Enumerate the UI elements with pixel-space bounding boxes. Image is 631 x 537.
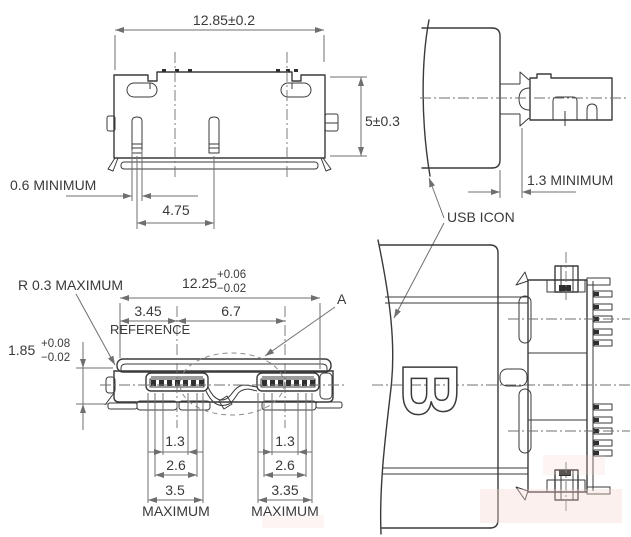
bottom-feet [104,392,343,411]
dim-clearance: 1.3 MINIMUM [468,128,613,198]
right-end-cap [319,372,333,400]
front-width-label: 12.25 [182,275,217,291]
left-dim-note: MAXIMUM [142,503,210,519]
detail-a-label: A [337,291,347,307]
shell-top-cap [113,358,334,373]
left-dim-c: 3.5 [165,482,185,498]
shell-body [113,370,334,403]
dim-overall-width: 12.85±0.2 [114,12,325,70]
plug-body [500,71,613,127]
cable-overmold-top [377,239,528,535]
dim-segments: 3.45 6.7 REFERENCE [110,303,285,337]
usb-icon-callout: USB ICON [393,177,515,319]
dim-left-contacts: 1.3 2.6 3.5 MAXIMUM [142,393,210,519]
callout-radius: R 0.3 MAXIMUM [18,277,123,366]
left-dim-b: 2.6 [166,457,186,473]
reference-note: REFERENCE [110,322,191,337]
front-height-tol-plus: +0.08 [41,338,70,350]
radius-label: R 0.3 MAXIMUM [18,277,123,293]
right-dim-a: 1.3 [275,433,295,449]
bottom-flange [120,161,319,170]
mated-side-view: 1.3 MINIMUM USB ICON [393,19,628,319]
contact-tail-bumps [162,69,298,72]
upper-pin-row [593,290,613,347]
dim-overall-width-label: 12.85±0.2 [193,12,255,28]
seg-left-label: 3.45 [134,303,161,319]
front-view: R 0.3 MAXIMUM 12.25 +0.06 −0.02 3.45 6.7… [8,269,347,519]
latch-slots [126,82,312,98]
front-width-tol-plus: +0.06 [217,269,246,281]
break-line [422,19,431,177]
front-height-tol-minus: −0.02 [41,352,70,364]
detail-a-ellipse [179,352,285,416]
front-width-tol-minus: −0.02 [217,283,246,295]
dim-height: 5±0.3 [330,76,400,157]
dim-front-height: 1.85 +0.08 −0.02 [8,338,113,430]
seg-right-label: 6.7 [221,303,241,319]
dim-front-width: 12.25 +0.06 −0.02 [119,269,321,369]
dim-right-contacts: 1.3 2.6 3.35 MAXIMUM [251,393,319,519]
shell-outline [113,71,326,159]
watermark-smudges [262,455,622,528]
top-view: B [372,239,631,535]
solder-posts [131,116,220,154]
dim-lead-width-label: 0.6 MINIMUM [10,177,96,193]
break-line [377,239,394,535]
left-dim-a: 1.3 [165,433,185,449]
right-dim-c: 3.35 [271,482,298,498]
detail-a-callout: A [264,291,347,357]
right-contact-pod [256,372,320,392]
dim-lead-width: 0.6 MINIMUM [10,150,198,201]
gooseneck-channel [205,384,258,410]
rear-view: 12.85±0.2 5±0.3 0.6 MINIMUM 4.75 [10,12,400,229]
dim-post-pitch: 4.75 [136,156,215,229]
right-dim-note: MAXIMUM [251,503,319,519]
dim-clearance-label: 1.3 MINIMUM [527,172,613,188]
right-dim-b: 2.6 [275,457,295,473]
bottom-mounting-post [546,462,586,514]
overmold-letter: B [386,362,474,418]
side-tabs [106,113,339,132]
lower-pin-row [593,403,613,457]
front-height-label: 1.85 [8,342,35,358]
dim-height-label: 5±0.3 [365,113,400,129]
usb-icon-label: USB ICON [447,209,515,225]
dim-post-pitch-label: 4.75 [162,202,189,218]
mounting-feet [107,157,332,172]
top-mounting-post [546,252,586,300]
